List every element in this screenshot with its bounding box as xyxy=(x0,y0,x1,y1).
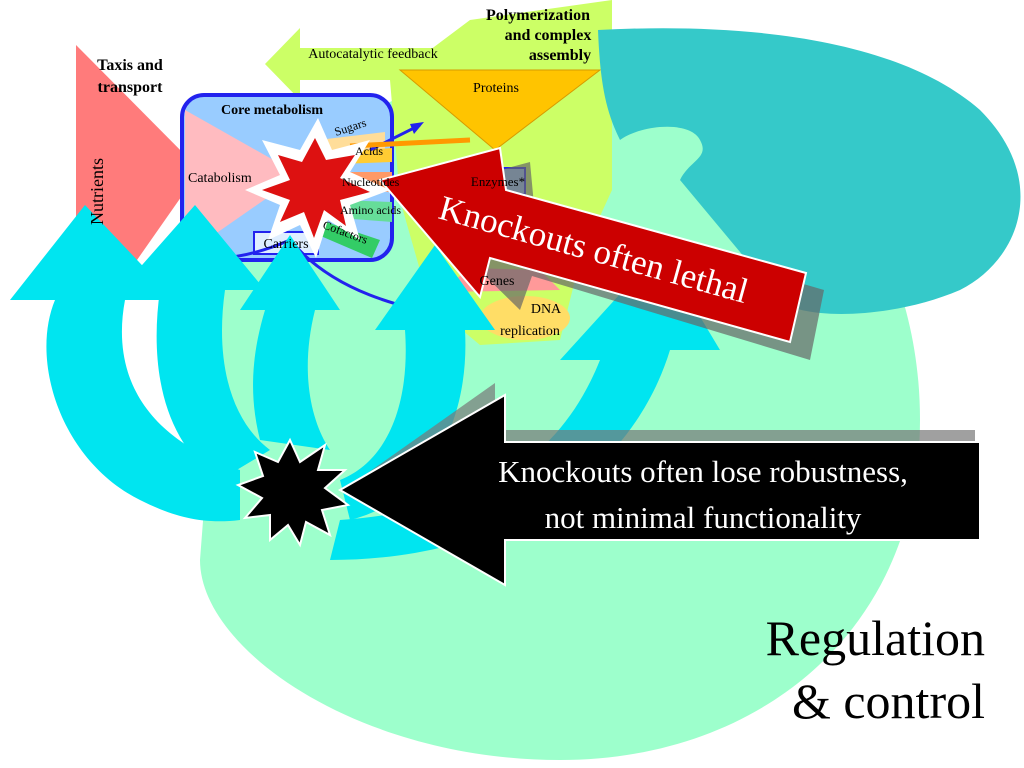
polymerization-label-line-2: and complex xyxy=(505,27,592,44)
cofactors-wedge xyxy=(316,220,380,258)
polymerization-label-line-3: assembly xyxy=(529,47,591,64)
taxis-label-line-2: transport xyxy=(98,79,164,96)
lethal-callout-arrow xyxy=(378,146,808,344)
feedback-loop-arrows xyxy=(10,205,720,560)
autocatalytic-arrow xyxy=(265,28,600,100)
catabolism-pink-region xyxy=(185,110,300,255)
regulation-title-line-1: Regulation xyxy=(766,610,985,666)
robustness-knockout-starburst xyxy=(235,437,351,548)
robustness-callout-line-2: not minimal functionality xyxy=(545,500,862,535)
genes-label: Genes xyxy=(480,274,515,289)
proteins-triangle xyxy=(398,69,602,151)
dna-region xyxy=(480,296,570,340)
lethal-knockout-starburst-core xyxy=(262,138,370,238)
orange-flow-arrow xyxy=(349,137,471,149)
acids-label: Acids xyxy=(355,144,383,158)
proteins-label: Proteins xyxy=(473,81,519,96)
nutrients-label: Nutrients xyxy=(87,158,107,225)
enzymes-label: Enzymes* xyxy=(471,174,525,189)
nucleotides-label: Nucleotides xyxy=(342,175,400,189)
regulation-title-line-2: & control xyxy=(792,673,985,729)
dna-label-line-2: replication xyxy=(500,324,560,339)
catabolism-label: Catabolism xyxy=(188,171,252,186)
diagram-labels: Taxis and transport Nutrients Core metab… xyxy=(87,7,591,339)
amino-acids-label: Amino acids xyxy=(340,203,401,217)
nutrients-arrow xyxy=(76,45,200,270)
autocatalytic-label: Autocatalytic feedback xyxy=(308,47,437,62)
dna-label-line-1: DNA xyxy=(531,302,562,317)
carriers-label: Carriers xyxy=(263,237,308,252)
robustness-callout: Knockouts often lose robustness, not min… xyxy=(337,383,981,587)
robustness-callout-line-1: Knockouts often lose robustness, xyxy=(498,454,908,489)
taxis-label-line-1: Taxis and xyxy=(97,57,163,74)
polymerization-label-line-1: Polymerization xyxy=(486,7,590,24)
teal-feedback-shape xyxy=(598,28,1021,314)
robustness-callout-arrow xyxy=(337,393,981,587)
core-metabolism-label: Core metabolism xyxy=(221,103,323,118)
